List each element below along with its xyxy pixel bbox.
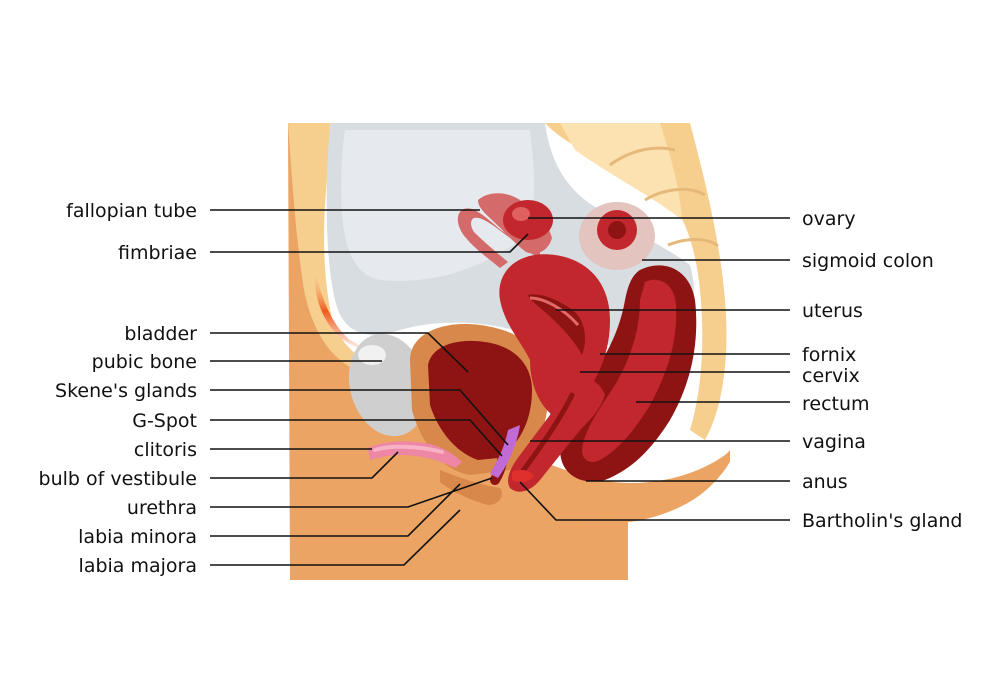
label-bartholins-gland: Bartholin's gland (802, 510, 962, 532)
bladder-shape (428, 340, 532, 460)
label-bladder: bladder (124, 323, 197, 345)
label-labia-majora: labia majora (79, 555, 197, 577)
vagina-lumen (519, 392, 575, 475)
abdominal-fat (288, 123, 380, 372)
leader-labia-minora (210, 483, 461, 537)
sacrum-segment-2 (644, 187, 706, 202)
bartholins-gland-shape (512, 469, 534, 483)
label-labia-minora: labia minora (78, 526, 197, 548)
body-base (290, 470, 625, 580)
rectum-wall (582, 279, 677, 462)
pubic-bone-highlight (358, 345, 386, 365)
fallopian-tube-shape (457, 208, 540, 268)
sacrum (545, 123, 727, 440)
label-rectum: rectum (802, 393, 870, 415)
sacrum-segment-1 (609, 146, 676, 167)
uterus-lining (529, 296, 580, 326)
label-anus: anus (802, 471, 848, 493)
labia-shape (440, 470, 502, 505)
label-fallopian-tube: fallopian tube (66, 200, 197, 222)
label-clitoris: clitoris (134, 439, 197, 461)
skenes-glands-shape (490, 425, 520, 478)
pubic-glow (314, 270, 372, 352)
leader-labia-majora (210, 509, 461, 566)
label-g-spot: G-Spot (132, 410, 197, 432)
label-uterus: uterus (802, 300, 863, 322)
leader-bulb-of-vestibule (210, 451, 399, 479)
body-skin (288, 123, 800, 580)
label-fornix: fornix (802, 344, 856, 366)
leader-fimbriae (210, 233, 529, 253)
label-cervix: cervix (802, 365, 860, 387)
label-urethra: urethra (127, 497, 197, 519)
leader-bladder (210, 332, 469, 373)
leader-skenes-glands (210, 389, 509, 446)
label-skenes-glands: Skene's glands (55, 380, 197, 402)
leader-g-spot (210, 419, 503, 457)
leader-urethra (210, 477, 493, 508)
label-bulb-of-vestibule: bulb of vestibule (39, 468, 197, 490)
sacrum-segment-3 (667, 238, 719, 248)
leader-bartholins-gland (519, 481, 790, 521)
ovary-highlight (512, 207, 530, 221)
sigmoid-lumen (608, 221, 626, 239)
label-ovary: ovary (802, 208, 856, 230)
label-sigmoid-colon: sigmoid colon (802, 250, 934, 272)
label-pubic-bone: pubic bone (92, 351, 197, 373)
label-fimbriae: fimbriae (118, 242, 197, 264)
back-edge (628, 123, 800, 580)
label-vagina: vagina (802, 431, 866, 453)
bulb-of-vestibule-shape (373, 444, 444, 454)
